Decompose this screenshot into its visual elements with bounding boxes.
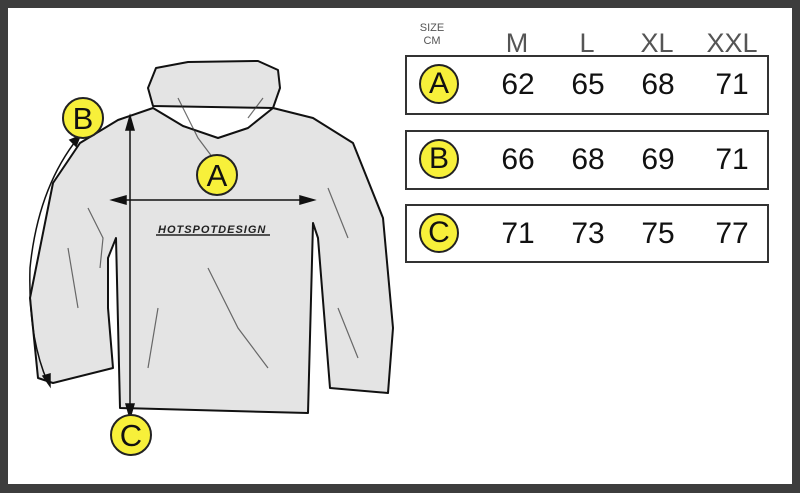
size-label: SIZE <box>419 22 445 34</box>
cell-l: 73 <box>571 216 605 250</box>
cell-m: 71 <box>501 216 535 250</box>
row-marker: B <box>419 139 459 179</box>
size-header: SIZE CM <box>412 22 452 48</box>
unit-label: CM <box>423 35 441 47</box>
marker-b: B <box>62 97 104 139</box>
cell-m: 62 <box>501 68 535 101</box>
cell-xl: 68 <box>641 68 675 101</box>
cell-xxl: 71 <box>715 68 749 101</box>
marker-a: A <box>196 154 238 196</box>
size-chart-frame: HOTSPOTDESIGN B A C SIZE CM M L XL XXL A… <box>8 8 792 484</box>
table-row-c: C 71 73 75 77 <box>405 204 769 263</box>
table-row-b: B 66 68 69 71 <box>405 130 769 190</box>
brand-logo-text: HOTSPOTDESIGN <box>158 224 267 236</box>
col-header-l: L <box>579 28 595 58</box>
col-header-xxl: XXL <box>706 28 758 58</box>
marker-c: C <box>110 414 152 456</box>
cell-xl: 75 <box>641 216 675 250</box>
table-row-a: A 62 65 68 71 <box>405 55 769 115</box>
col-header-xl: XL <box>640 28 674 58</box>
cell-xl: 69 <box>641 143 675 176</box>
cell-xxl: 77 <box>715 216 749 250</box>
cell-m: 66 <box>501 143 535 176</box>
cell-l: 68 <box>571 143 605 176</box>
row-marker: C <box>419 212 459 253</box>
col-header-m: M <box>505 28 529 58</box>
cell-xxl: 71 <box>715 143 749 176</box>
row-marker: A <box>419 64 459 104</box>
cell-l: 65 <box>571 68 605 101</box>
hoodie-illustration <box>29 60 394 421</box>
